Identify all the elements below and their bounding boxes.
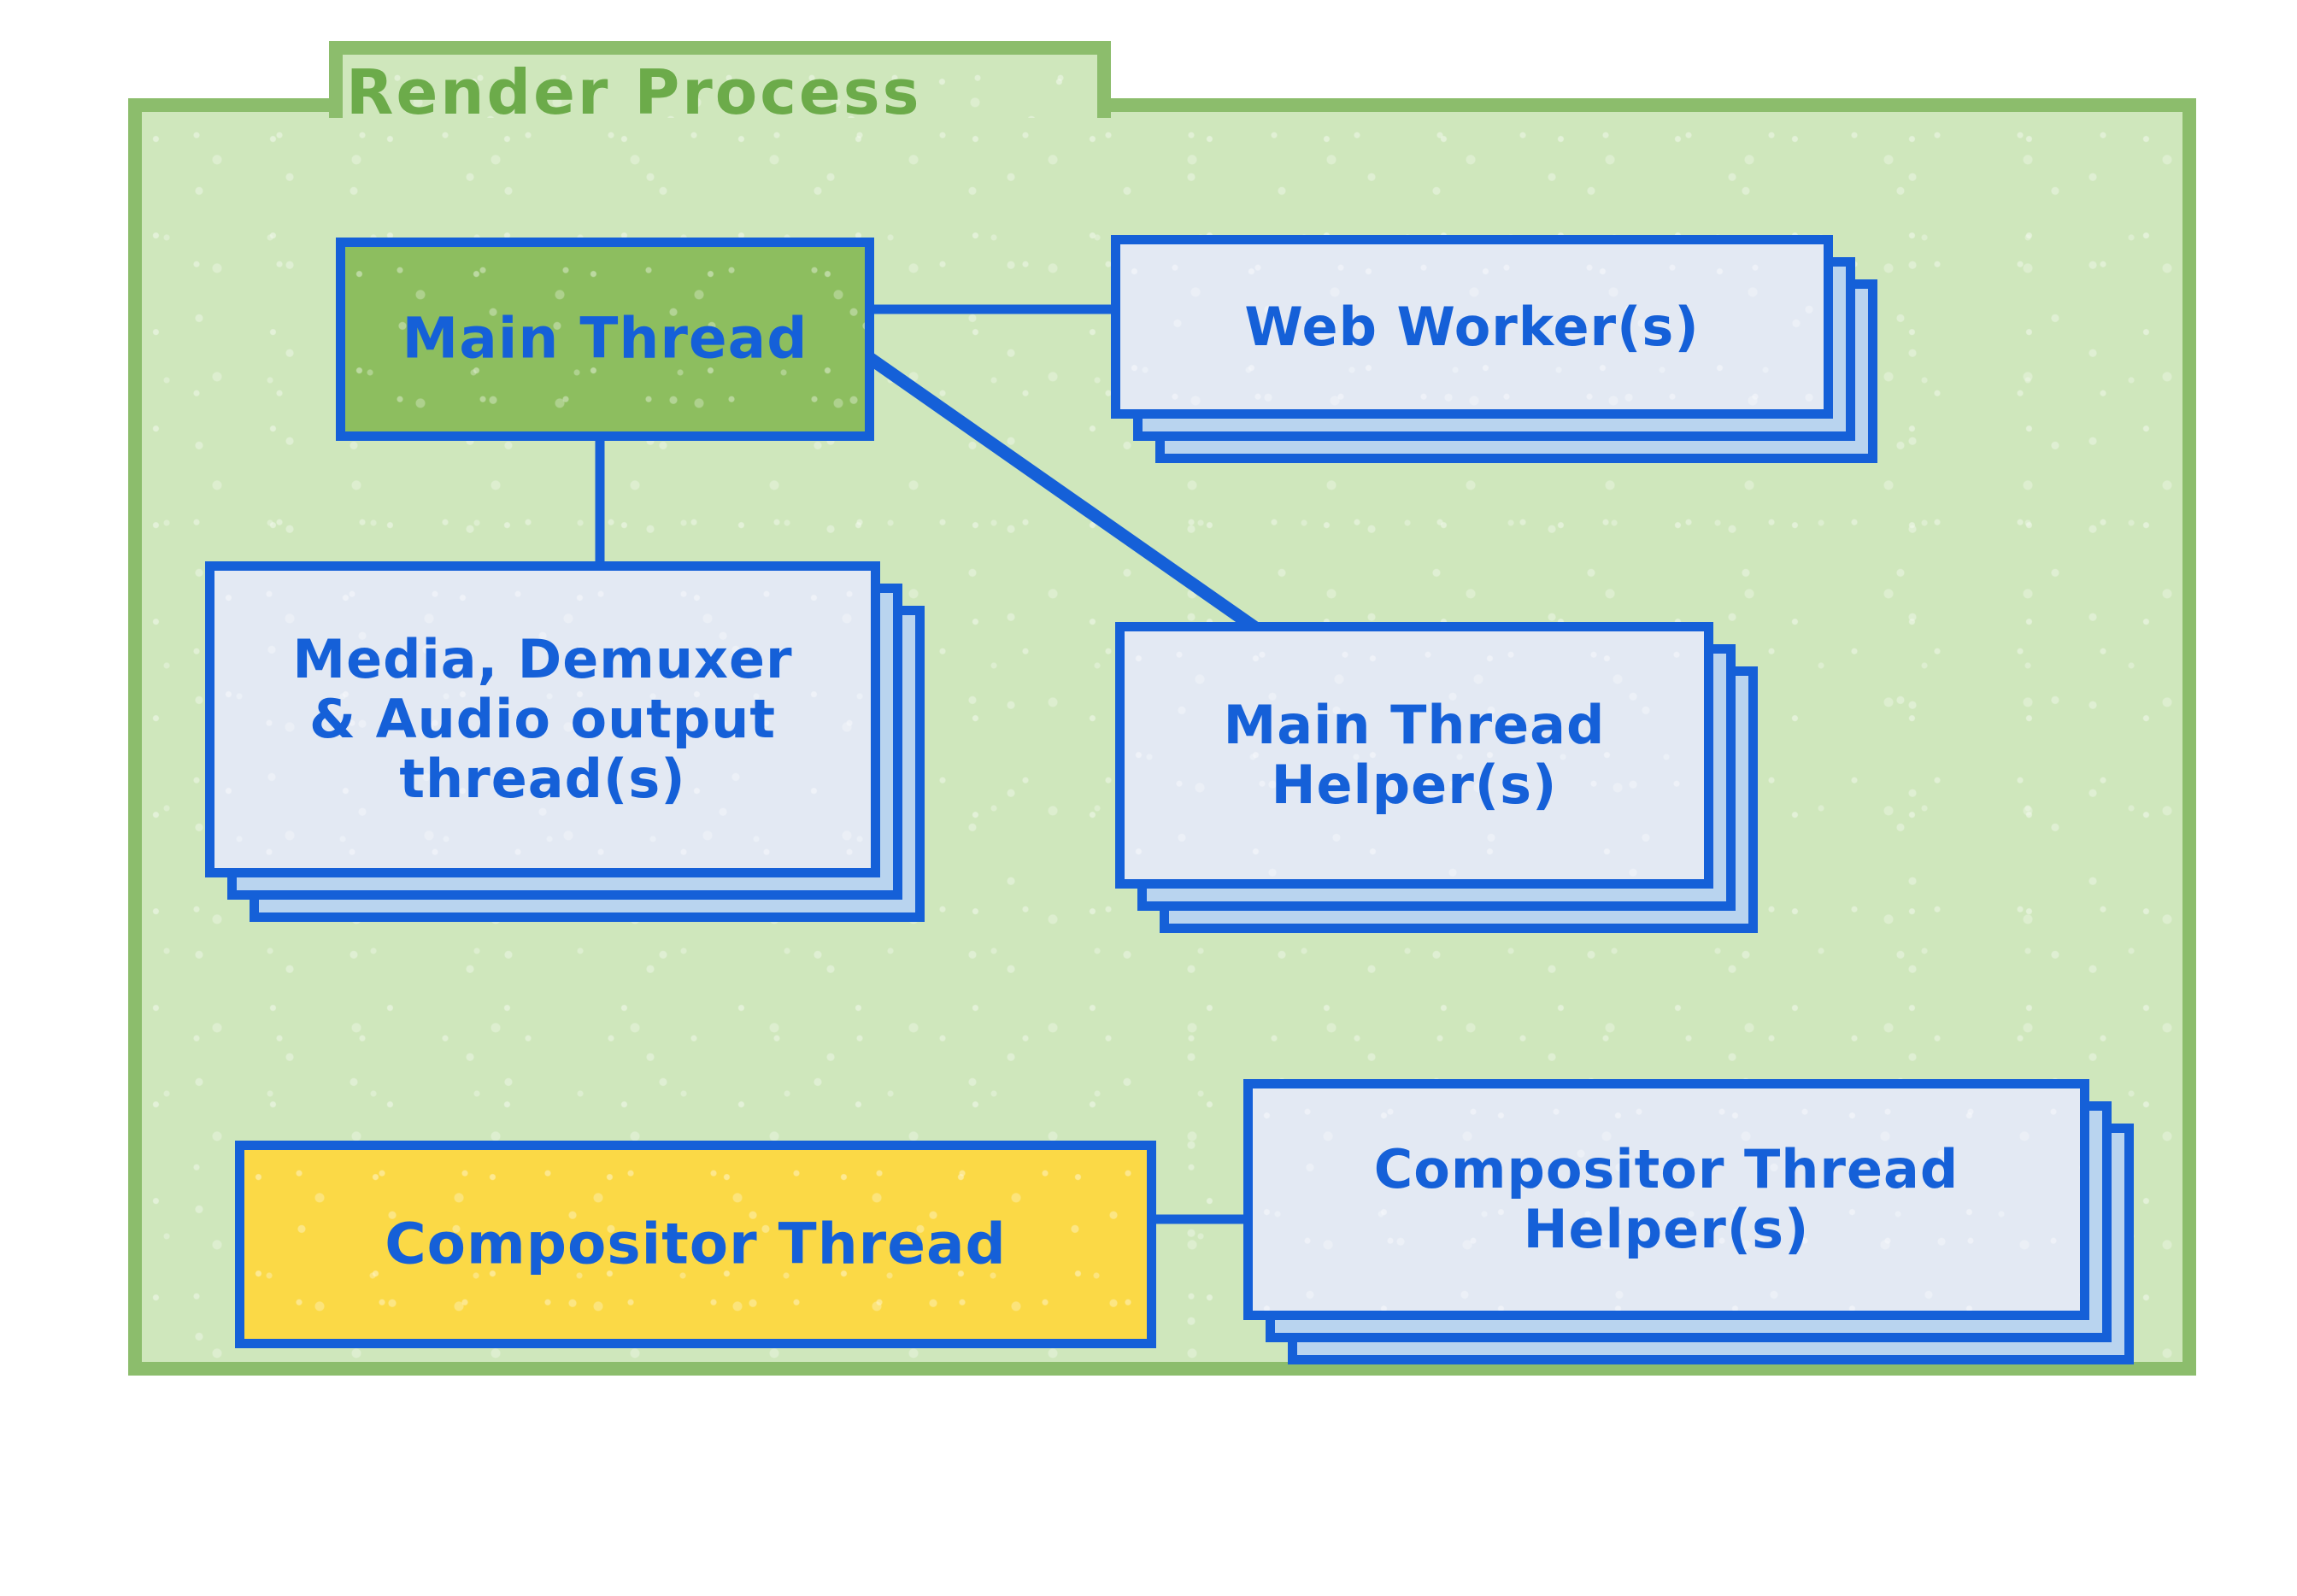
node-main-thread-helpers[interactable]: Main Thread Helper(s) bbox=[1115, 622, 1758, 933]
node-compositor-thread-label: Compositor Thread bbox=[385, 1211, 1007, 1277]
node-compositor-thread-helpers-label: Compositor Thread Helper(s) bbox=[1373, 1137, 1959, 1260]
node-main-thread-helpers-card[interactable]: Main Thread Helper(s) bbox=[1115, 622, 1713, 889]
node-web-workers[interactable]: Web Worker(s) bbox=[1111, 235, 1877, 463]
node-compositor-thread-helpers[interactable]: Compositor Thread Helper(s) bbox=[1243, 1079, 2134, 1364]
node-compositor-thread[interactable]: Compositor Thread bbox=[235, 1141, 1156, 1348]
node-main-thread-card[interactable]: Main Thread bbox=[336, 238, 874, 441]
node-main-thread[interactable]: Main Thread bbox=[336, 238, 874, 441]
node-main-thread-helpers-label: Main Thread Helper(s) bbox=[1223, 693, 1606, 816]
node-media-demuxer-audio-output-threads[interactable]: Media, Demuxer & Audio output thread(s) bbox=[205, 561, 925, 922]
node-web-workers-label: Web Worker(s) bbox=[1244, 295, 1700, 358]
node-web-workers-card[interactable]: Web Worker(s) bbox=[1111, 235, 1833, 419]
node-media-demuxer-audio-output-threads-card[interactable]: Media, Demuxer & Audio output thread(s) bbox=[205, 561, 880, 877]
node-main-thread-label: Main Thread bbox=[402, 305, 808, 372]
node-media-demuxer-audio-output-threads-label: Media, Demuxer & Audio output thread(s) bbox=[292, 627, 793, 811]
render-process-title: Render Process bbox=[346, 56, 922, 128]
node-compositor-thread-helpers-card[interactable]: Compositor Thread Helper(s) bbox=[1243, 1079, 2089, 1320]
node-compositor-thread-card[interactable]: Compositor Thread bbox=[235, 1141, 1156, 1348]
